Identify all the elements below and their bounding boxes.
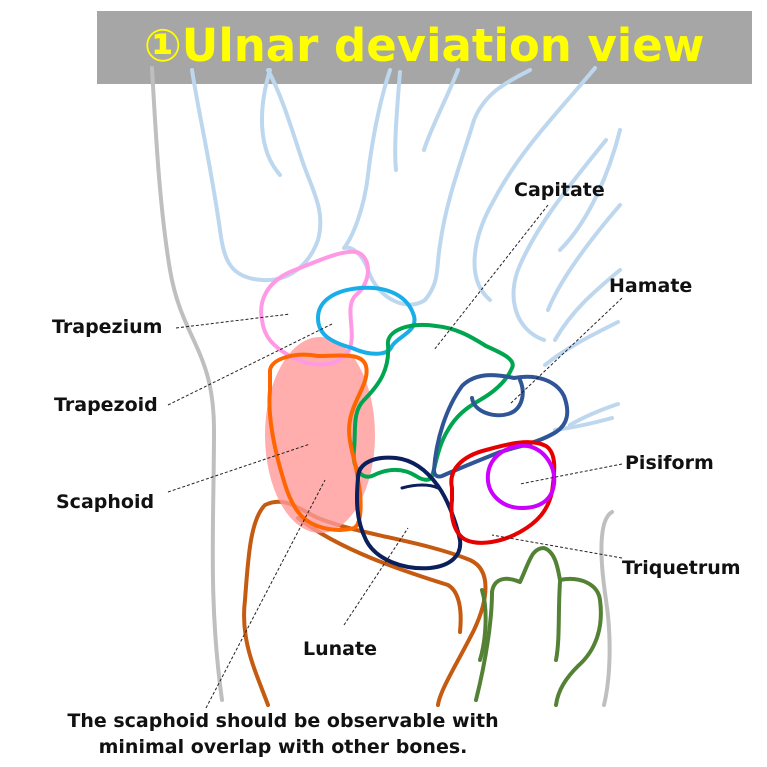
label-trapezoid: Trapezoid bbox=[54, 394, 158, 416]
radius-styloid bbox=[296, 516, 463, 634]
label-lunate: Lunate bbox=[303, 638, 377, 660]
trapezoid-bone bbox=[316, 285, 417, 356]
metacarpals bbox=[190, 66, 622, 432]
ulna-bone bbox=[474, 546, 603, 707]
caption-line-2: minimal overlap with other bones. bbox=[99, 736, 468, 758]
capitate-bone bbox=[351, 323, 515, 482]
label-pisiform: Pisiform bbox=[625, 452, 714, 474]
label-hamate: Hamate bbox=[609, 275, 692, 297]
leader-caption bbox=[205, 479, 326, 709]
pisiform-bone bbox=[485, 443, 557, 510]
leader-lines bbox=[167, 204, 623, 709]
lunate-inner bbox=[400, 483, 440, 490]
caption-line-1: The scaphoid should be observable with bbox=[67, 710, 498, 732]
label-triquetrum: Triquetrum bbox=[622, 557, 741, 579]
title: ①Ulnar deviation view bbox=[144, 19, 705, 72]
lunate-bone bbox=[354, 455, 463, 571]
skin-outline-right bbox=[599, 510, 614, 707]
hamate-bone bbox=[432, 373, 570, 479]
leader-triquetrum bbox=[491, 534, 623, 559]
leader-hamate bbox=[509, 297, 623, 405]
label-trapezium: Trapezium bbox=[52, 316, 162, 338]
title-bar bbox=[97, 11, 752, 84]
label-capitate: Capitate bbox=[514, 179, 605, 201]
triquetrum-bone bbox=[449, 440, 557, 545]
label-scaphoid: Scaphoid bbox=[56, 491, 154, 513]
scaphoid-highlight bbox=[265, 337, 375, 533]
leader-capitate bbox=[433, 204, 549, 351]
leader-pisiform bbox=[519, 463, 623, 485]
leader-lunate bbox=[343, 527, 409, 626]
radius-bone bbox=[242, 499, 488, 707]
skin-outline-left bbox=[150, 66, 224, 702]
leader-trapezium bbox=[175, 313, 291, 329]
ulna-inner bbox=[478, 580, 562, 662]
leader-trapezoid bbox=[167, 323, 333, 406]
